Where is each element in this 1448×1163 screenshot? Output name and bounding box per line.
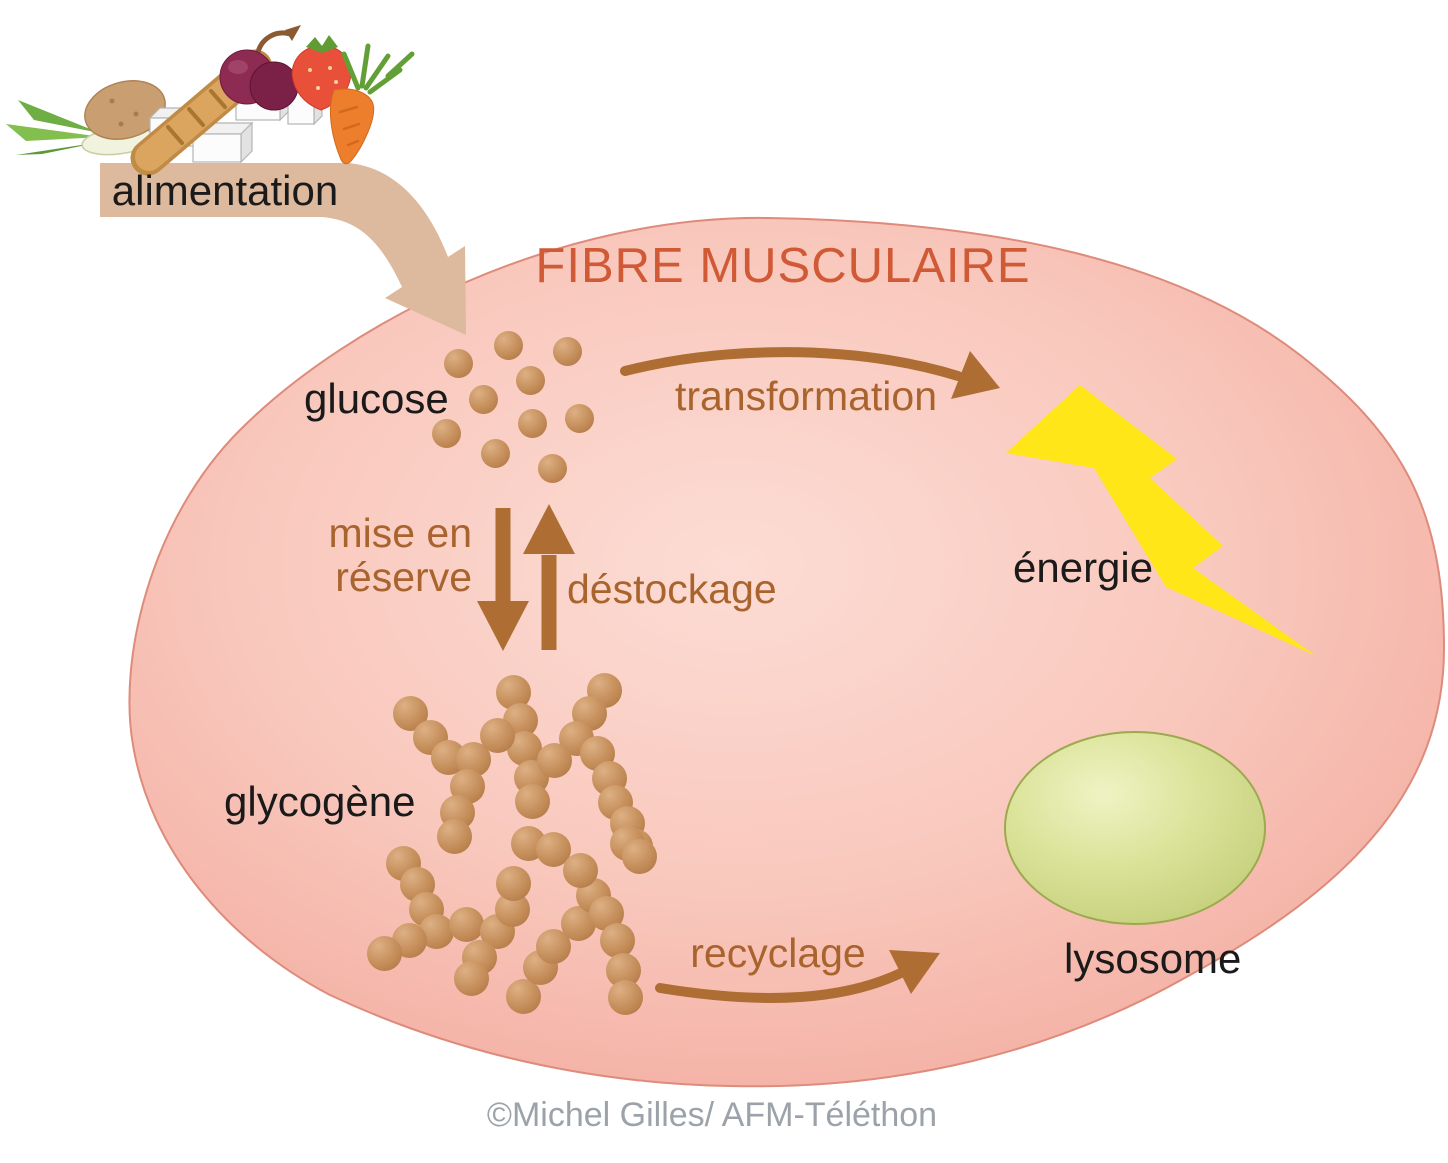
lysosome-shape [1004, 731, 1266, 925]
plums-icon [219, 25, 301, 111]
credit-watermark: ©Michel Gilles/ AFM-Téléthon [486, 1096, 938, 1134]
mise-en-reserve-line1: mise en [328, 510, 472, 556]
alimentation-label: alimentation [111, 167, 339, 214]
mise-en-reserve-line2: réserve [335, 554, 472, 601]
energy-bolt-icon [1006, 385, 1316, 656]
lysosome-label: lysosome [1064, 935, 1242, 982]
mise-en-reserve-label: mise en réserve [328, 511, 472, 600]
release-up-arrow [523, 504, 575, 650]
potato-icon [84, 80, 166, 140]
recyclage-label: recyclage [690, 930, 866, 976]
cell-title: FIBRE MUSCULAIRE [535, 239, 1031, 293]
alimentation-banner-arrow [100, 163, 466, 335]
food-illustration [6, 25, 415, 176]
destockage-label: déstockage [567, 566, 777, 612]
transformation-arrow [620, 347, 1000, 399]
storage-down-arrow [477, 508, 529, 651]
recycling-arrow [655, 950, 940, 1003]
glucose-label: glucose [304, 375, 449, 422]
carrot-icon [329, 43, 415, 165]
glycogene-label: glycogène [224, 778, 416, 825]
transformation-label: transformation [674, 373, 938, 419]
energie-label: énergie [1013, 544, 1154, 591]
leek-icon [6, 100, 155, 156]
